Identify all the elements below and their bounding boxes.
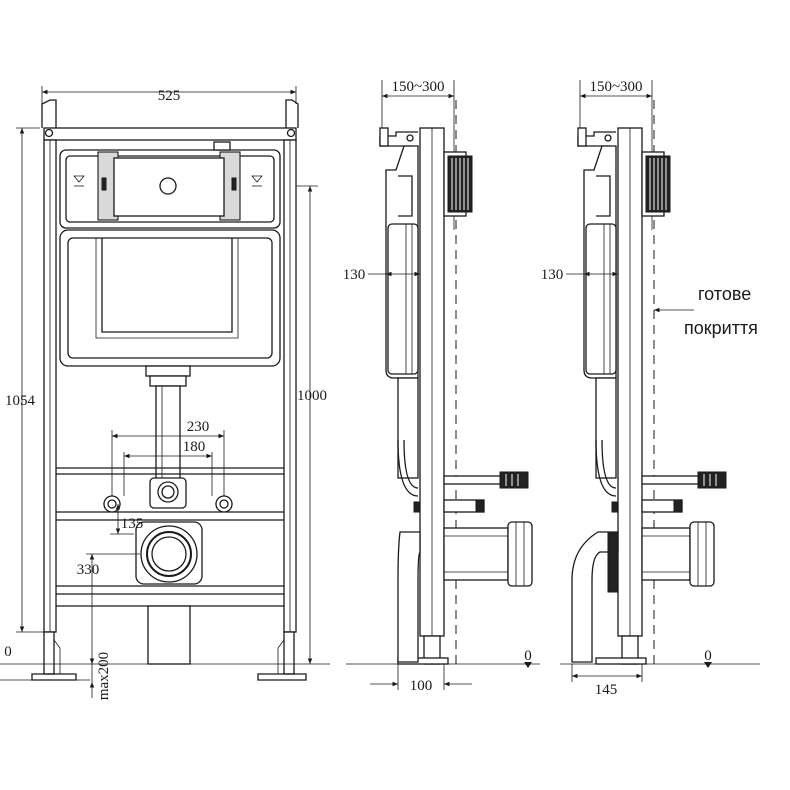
b-zero-label: 0 <box>704 648 712 664</box>
b-tank-depth: 130 <box>541 267 564 283</box>
dim-width: 525 <box>158 88 181 104</box>
front-zero-label: 0 <box>4 644 12 660</box>
a-top-range: 150~300 <box>391 79 444 95</box>
dim-bolt-outer: 230 <box>187 419 210 435</box>
dim-outlet-height: 330 <box>77 562 100 578</box>
b-finish-line-1: готове <box>698 284 751 304</box>
b-top-range: 150~300 <box>589 79 642 95</box>
side-view-a: 150~300 <box>343 79 540 694</box>
a-depth: 100 <box>410 678 433 694</box>
side-view-b: 150~300 <box>541 79 760 698</box>
b-finish-line-2: покриття <box>684 318 758 338</box>
b-depth: 145 <box>595 682 618 698</box>
a-zero-label: 0 <box>524 648 532 664</box>
dim-foot-max: max200 <box>96 652 112 700</box>
a-tank-depth: 130 <box>343 267 366 283</box>
dim-frame-height: 1000 <box>297 388 327 404</box>
front-view: 525 1054 1000 230 180 135 330 0 <box>0 86 330 700</box>
dim-bolt-inner: 180 <box>183 439 206 455</box>
dim-outlet-offset: 135 <box>121 516 144 532</box>
dim-total-height: 1054 <box>5 393 36 409</box>
